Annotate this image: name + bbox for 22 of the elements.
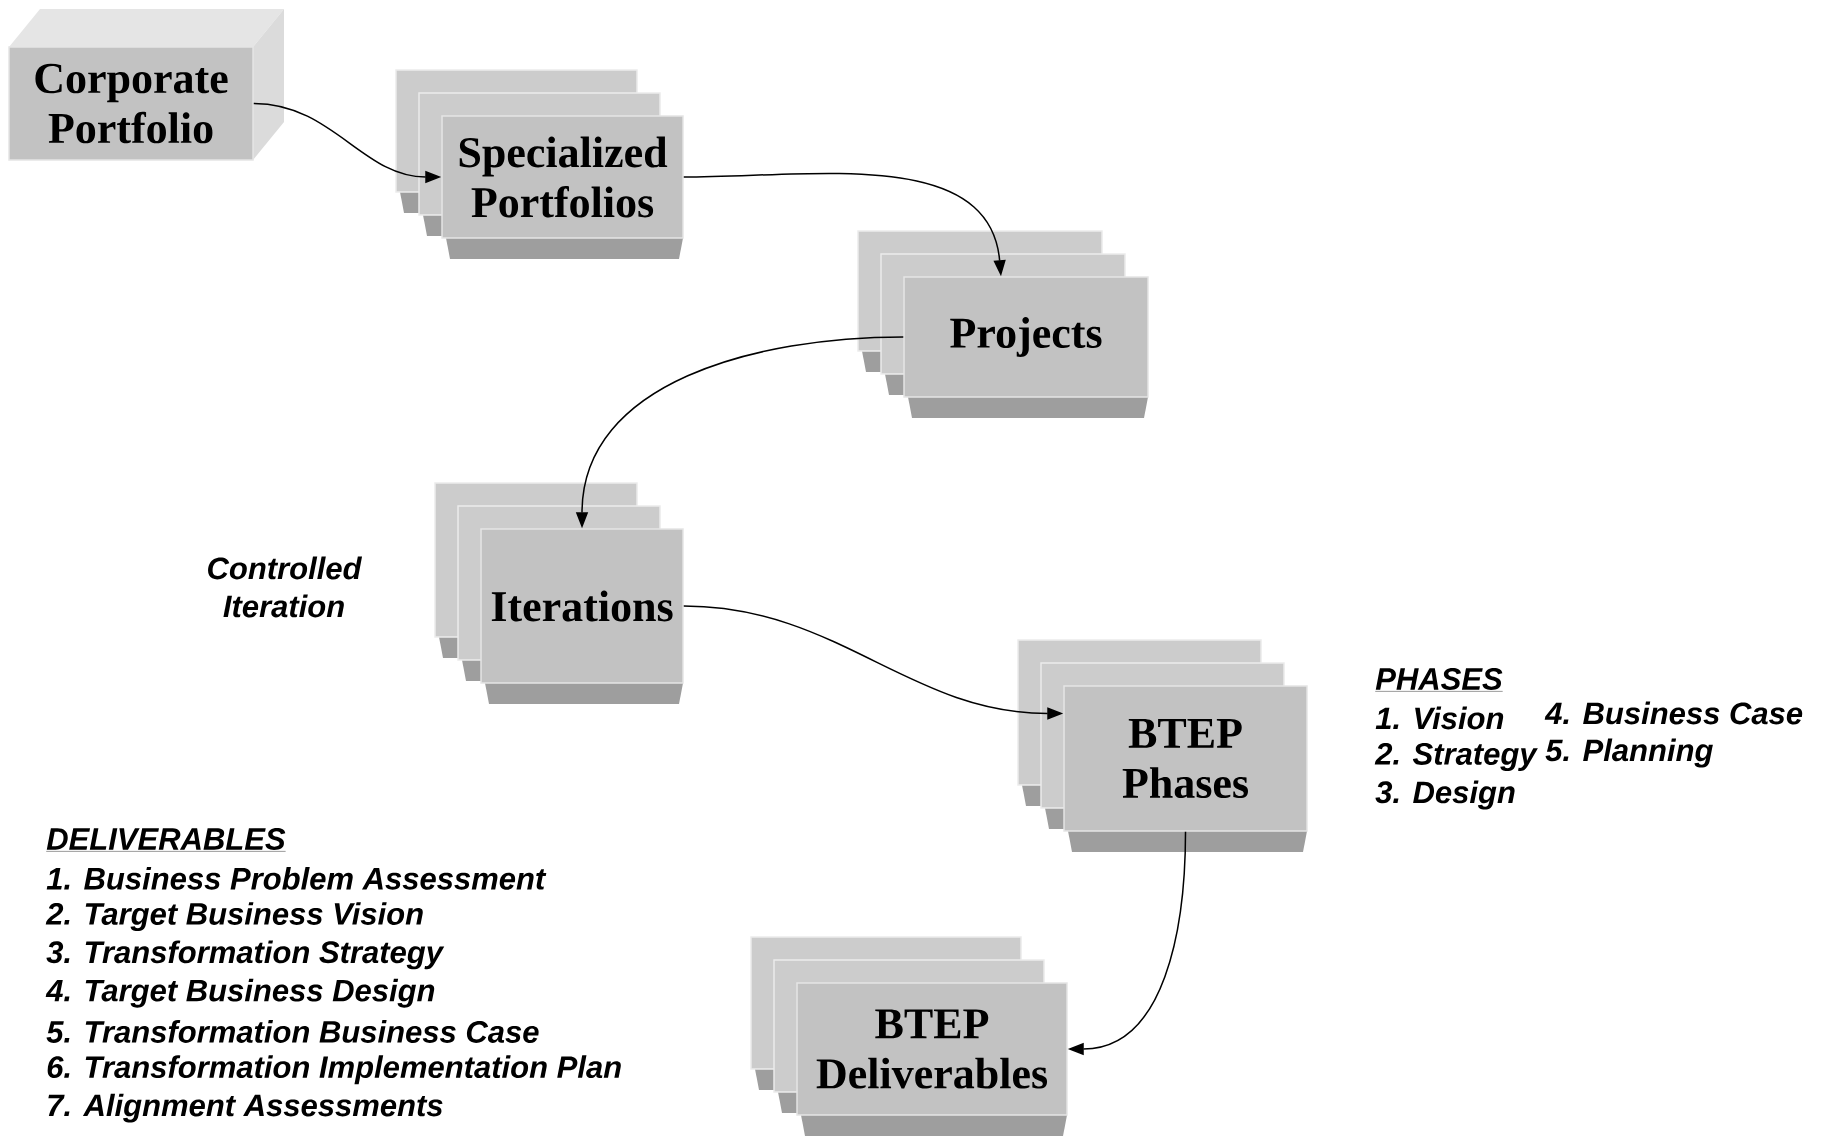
stacked-boxes: Specialized Portfolios: [395, 69, 684, 259]
list-item: 2. Target Business Vision: [45, 902, 423, 932]
list-item: 3. Transformation Strategy: [46, 940, 445, 970]
list-item: 7. Alignment Assessments: [48, 1093, 443, 1123]
list-item: 4. Target Business Design: [45, 978, 435, 1008]
list-item: 5. Transformation Business Case: [46, 1020, 539, 1043]
stacked-boxes: BTEP Phases: [1017, 639, 1308, 852]
cube-box: Corporate Portfolio: [8, 9, 284, 161]
list-item: 1. Vision: [1375, 706, 1504, 730]
stacked-boxes: BTEP Deliverables: [750, 936, 1068, 1136]
list-heading: PHASES: [1375, 668, 1503, 692]
note-text: Controlled Iteration: [208, 556, 363, 618]
list-item: 1. Business Problem Assessment: [46, 866, 547, 890]
list-item: 2. Strategy: [1374, 742, 1538, 772]
list-item: 6. Transformation Implementation Plan: [47, 1055, 621, 1085]
list-item: 5. Planning: [1545, 738, 1713, 768]
list-heading: DELIVERABLES: [46, 828, 286, 852]
stacked-boxes: Projects: [857, 230, 1149, 418]
stacked-boxes: Iterations: [434, 482, 684, 704]
list-item: 4. Business Case: [1544, 701, 1803, 725]
list-item: 3. Design: [1375, 780, 1515, 810]
node-label: Portfolios: [471, 186, 654, 218]
